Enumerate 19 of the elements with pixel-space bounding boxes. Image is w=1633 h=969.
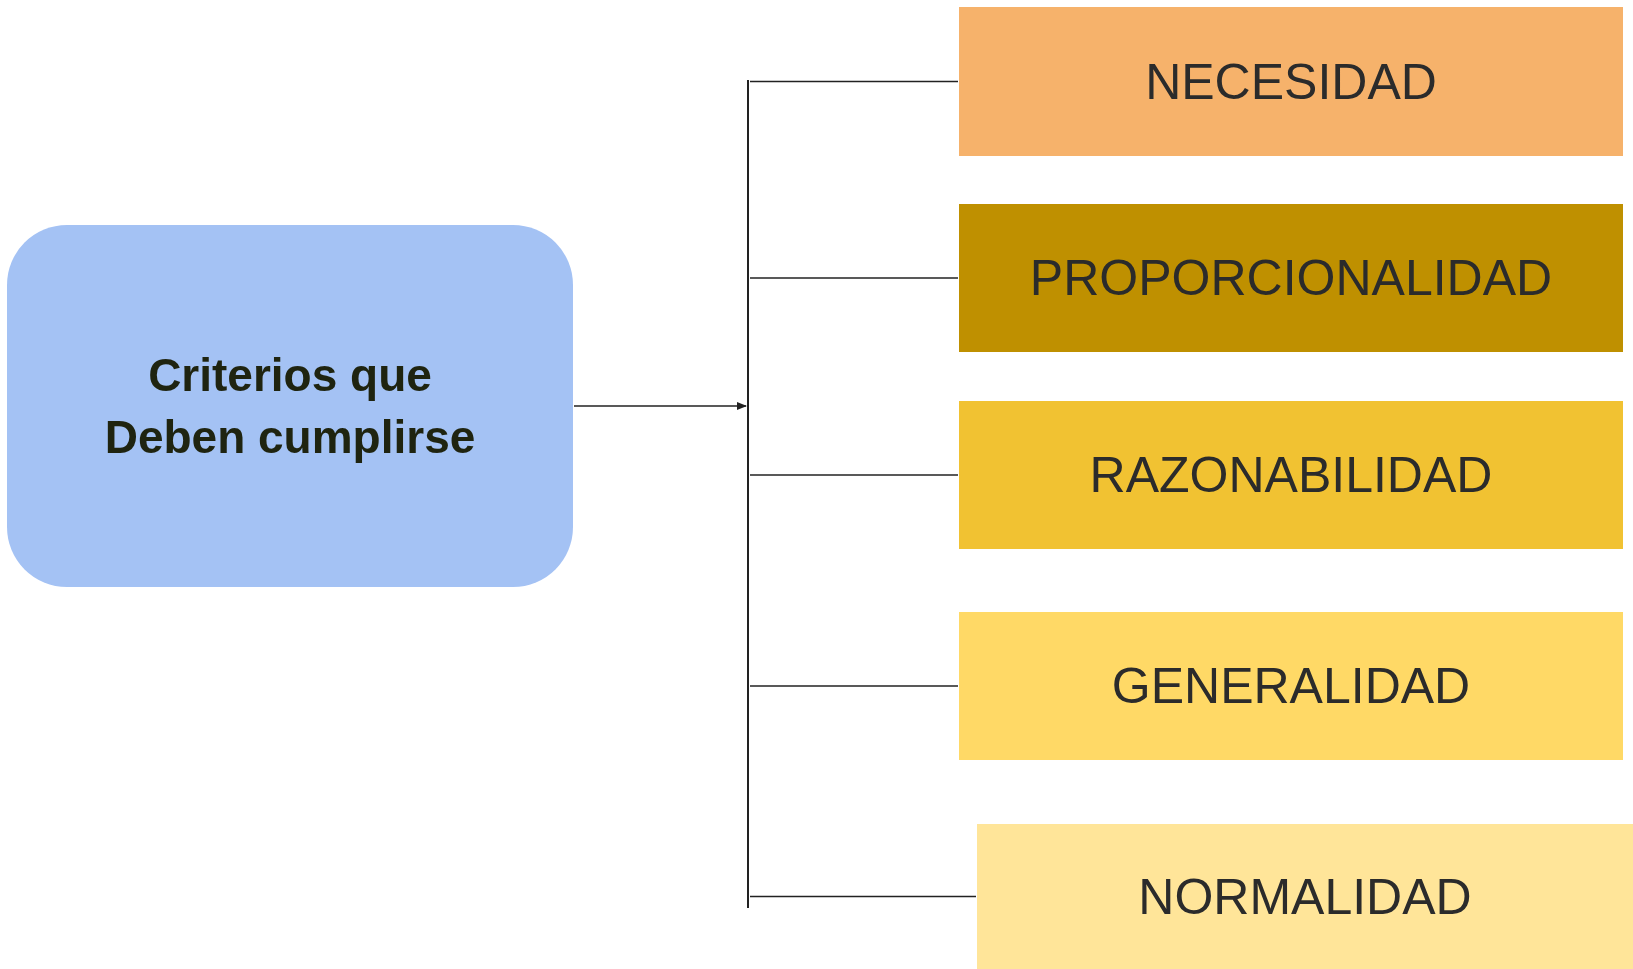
node-text: NORMALIDAD (1138, 867, 1472, 926)
connector-line (749, 80, 959, 83)
node-text: RAZONABILIDAD (1089, 446, 1493, 504)
node-text: Criterios que Deben cumplirse (103, 347, 477, 465)
category-box (959, 401, 1623, 549)
connector-line (749, 277, 959, 279)
category-box (977, 824, 1633, 969)
category-box (959, 7, 1623, 156)
rounded-box (7, 225, 573, 587)
connector-line (749, 685, 959, 687)
node-text: NECESIDAD (1145, 52, 1437, 111)
arrow (573, 402, 747, 410)
connector-line (749, 895, 977, 898)
node-text: GENERALIDAD (1111, 657, 1471, 715)
category-box (959, 204, 1623, 352)
category-box (959, 612, 1623, 760)
connector-line (749, 474, 959, 476)
bracket-line (747, 80, 749, 908)
node-text: PROPORCIONALIDAD (1029, 249, 1553, 307)
